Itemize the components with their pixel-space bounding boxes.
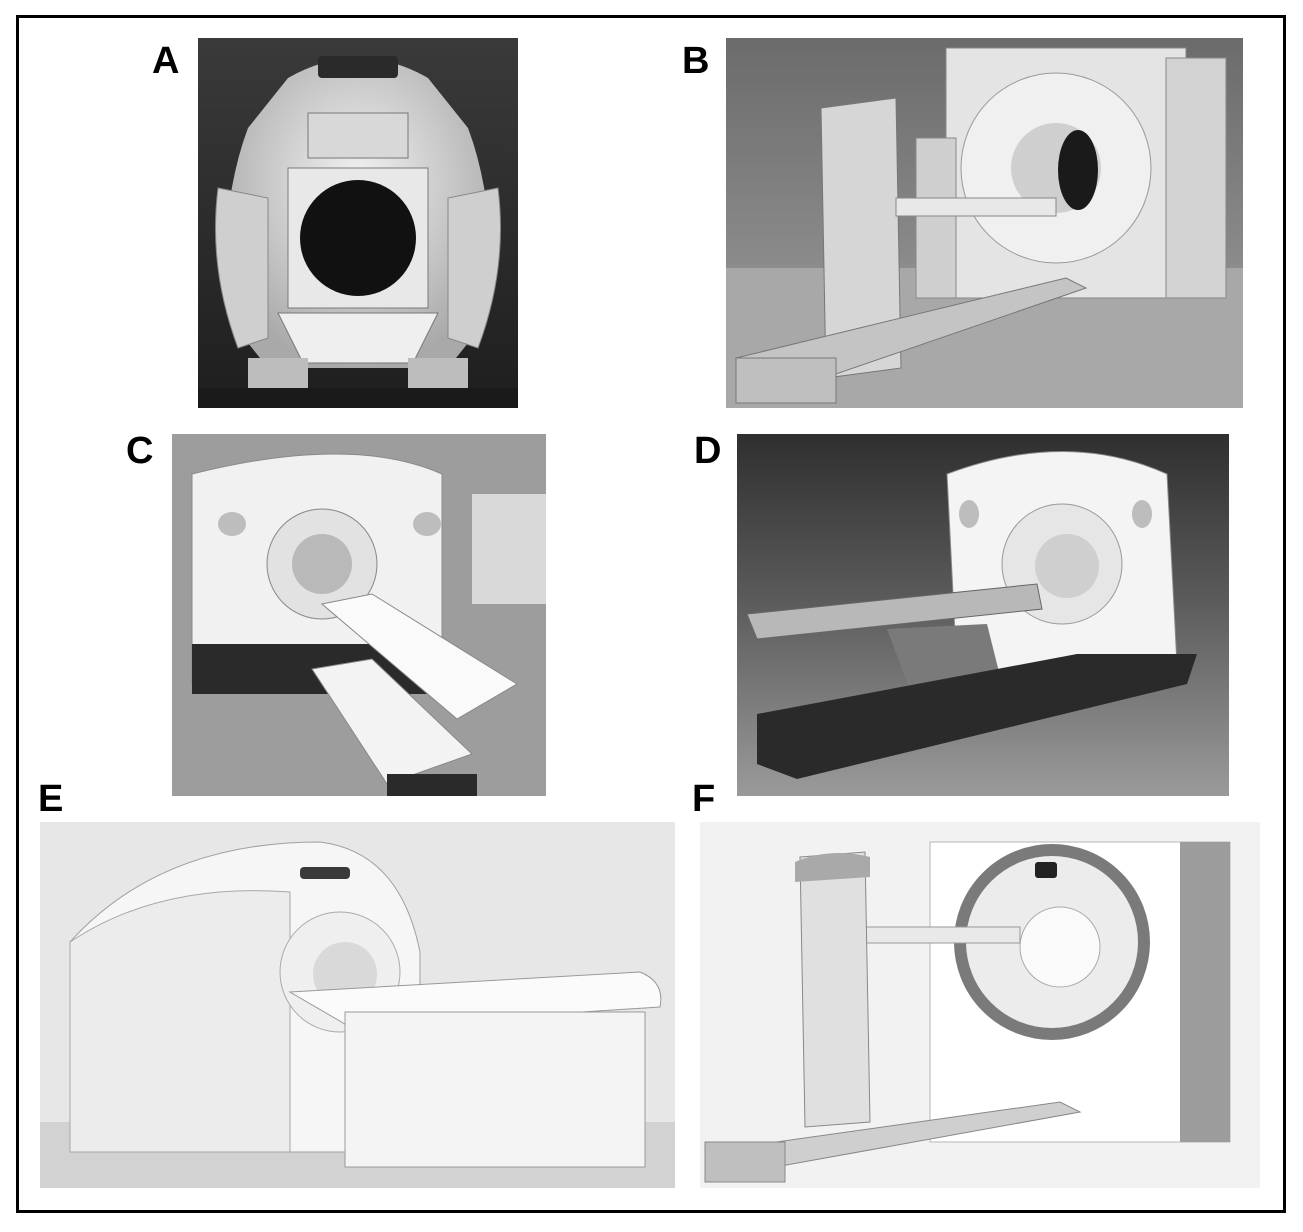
panel-label-b: B <box>682 40 710 82</box>
panel-label-a: A <box>152 40 180 82</box>
panel-f-photo <box>700 822 1260 1188</box>
panel-label-e: E <box>38 778 64 820</box>
panel-e-photo <box>40 822 675 1188</box>
panel-d-photo <box>737 434 1229 796</box>
panel-label-f: F <box>692 778 716 820</box>
panel-b-photo <box>726 38 1243 408</box>
panel-a-photo <box>198 38 518 408</box>
panel-c-photo <box>172 434 546 796</box>
panel-label-c: C <box>126 430 154 472</box>
panel-label-d: D <box>694 430 722 472</box>
